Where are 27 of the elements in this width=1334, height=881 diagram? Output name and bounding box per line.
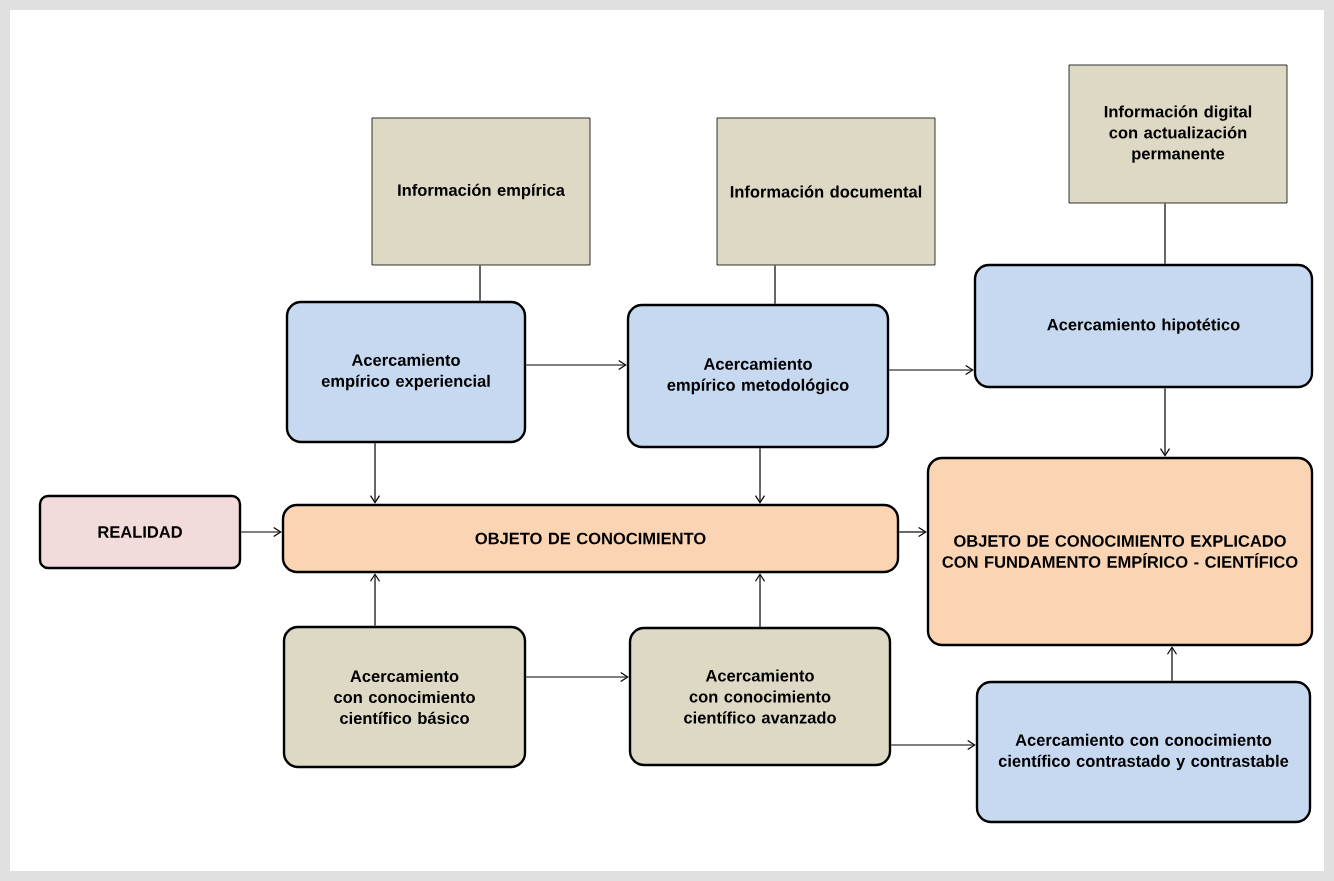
process-box: Acercamiento hipotético bbox=[973, 263, 1314, 389]
reality-box: REALIDAD bbox=[38, 494, 242, 570]
arrow bbox=[525, 359, 627, 371]
process-box: Acercamiento empírico experiencial bbox=[285, 300, 527, 444]
arrow bbox=[369, 573, 381, 627]
arrow bbox=[754, 573, 766, 628]
arrow bbox=[1166, 646, 1178, 682]
info-box: Información digital con actualización permanente bbox=[1068, 64, 1288, 204]
object-box: OBJETO DE CONOCIMIENTO bbox=[281, 503, 900, 574]
arrow bbox=[888, 364, 974, 376]
arrow bbox=[240, 526, 282, 538]
object-box: OBJETO DE CONOCIMIENTO EXPLICADO CON FUNDAMENTO EMPÍRICO - CIENTÍFICO bbox=[926, 456, 1314, 647]
connector-line bbox=[774, 264, 776, 305]
process-box: Acercamiento con conocimiento científico básico bbox=[282, 625, 527, 769]
arrow bbox=[1159, 387, 1171, 457]
arrow bbox=[754, 447, 766, 504]
info-box: Información empírica bbox=[371, 117, 591, 266]
process-box: Acercamiento empírico metodológico bbox=[626, 303, 890, 449]
connector-line bbox=[1164, 202, 1166, 265]
arrow bbox=[525, 671, 629, 683]
arrow bbox=[369, 442, 381, 504]
arrow bbox=[898, 526, 927, 538]
process-box: Acercamiento con conocimiento científico avanzado bbox=[628, 626, 892, 767]
process-box: Acercamiento con conocimiento científico contrastado y contrastable bbox=[975, 680, 1312, 824]
info-box: Información documental bbox=[716, 117, 936, 266]
connector-line bbox=[479, 264, 481, 302]
arrow bbox=[890, 739, 976, 751]
